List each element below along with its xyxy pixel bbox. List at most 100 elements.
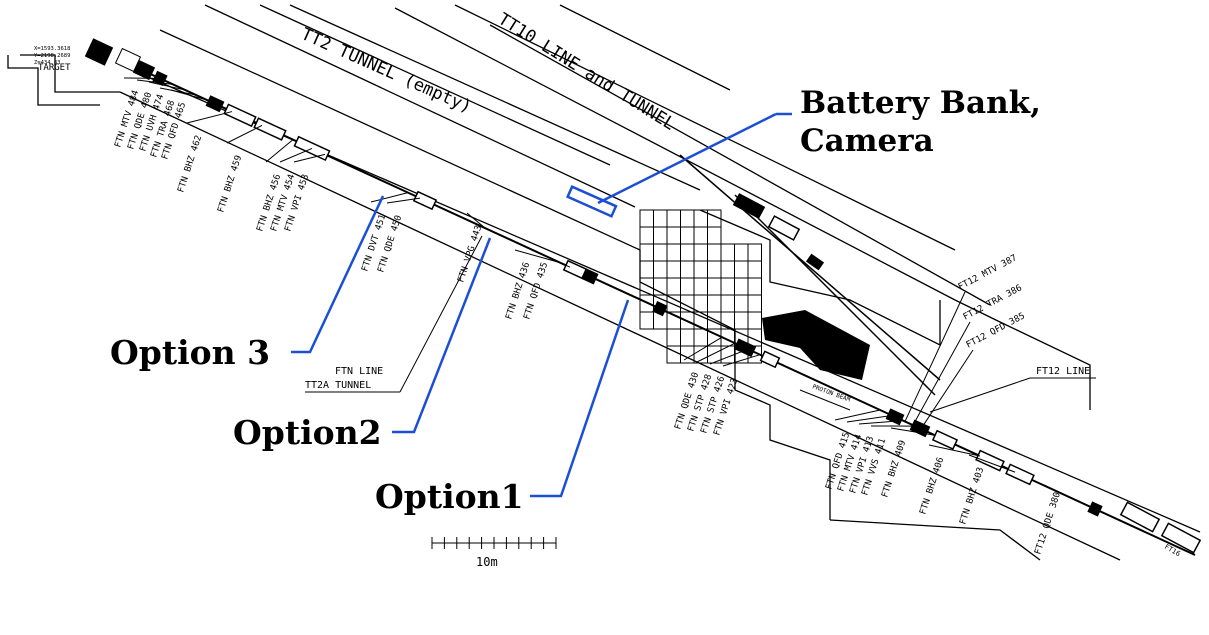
ft12-leader: [920, 349, 974, 430]
magnet: [253, 117, 287, 141]
grid-cell: [666, 328, 681, 347]
grid-cell: [707, 260, 722, 279]
ft12-line-pointer: [929, 377, 1031, 413]
grid-cell: [680, 243, 695, 262]
grid-cell: [639, 260, 654, 279]
element-leader: [846, 414, 893, 423]
grid-cell: [666, 294, 681, 313]
battery-bank-label: Battery Bank,: [800, 85, 1041, 121]
ft12-line-label: FT12 LINE: [1036, 366, 1090, 377]
grid-cell: [747, 277, 762, 296]
element-leader: [696, 342, 736, 363]
grid-cell: [693, 294, 708, 313]
element-leader: [722, 354, 761, 367]
target-block: [84, 38, 156, 81]
element-leader: [890, 427, 936, 436]
magnet: [223, 103, 257, 128]
magnet: [1005, 463, 1035, 486]
coord-z: Z=434.83: [34, 60, 61, 66]
grid-cell: [653, 260, 668, 279]
element-leader: [1043, 484, 1101, 512]
grid-cell: [693, 277, 708, 296]
magnet: [581, 268, 599, 285]
grid-cell: [693, 260, 708, 279]
grid-cell: [747, 311, 762, 330]
grid-cell: [707, 294, 722, 313]
battery-bank-marker: [565, 185, 618, 218]
element-leader: [968, 454, 1016, 473]
element-leader: [293, 153, 326, 163]
grid-cell: [693, 328, 708, 347]
magnet: [562, 259, 588, 280]
ft12-leader: [912, 321, 971, 426]
magnet: [412, 190, 438, 211]
coord-y: Y=2198.2689: [34, 53, 70, 59]
option3-label: Option 3: [110, 333, 270, 372]
element-leader: [170, 89, 208, 101]
element-leader: [532, 249, 571, 268]
element-leader: [186, 111, 233, 124]
element-leader: [148, 81, 186, 91]
grid-area: [639, 209, 762, 364]
grid-cell: [680, 277, 695, 296]
grid-cell: [734, 243, 749, 262]
magnet: [931, 429, 959, 451]
grid-cell: [720, 243, 735, 262]
grid-cell: [666, 243, 681, 262]
magnet: [205, 95, 225, 113]
grid-cell: [720, 260, 735, 279]
element-leader: [370, 192, 409, 203]
proton-beam-arrow: [799, 389, 851, 411]
element-leader: [514, 249, 561, 264]
grid-cell: [734, 311, 749, 330]
element-leader: [136, 79, 174, 85]
element-label: FTN BHZ 406: [918, 456, 946, 516]
grid-cell: [734, 294, 749, 313]
option2-label: Option2: [233, 413, 382, 452]
target-label: TARGET: [38, 63, 71, 73]
camera-label: Camera: [800, 123, 934, 159]
grid-cell: [747, 260, 762, 279]
grid-cell: [666, 277, 681, 296]
grid-cell: [707, 277, 722, 296]
element-leader: [265, 139, 294, 163]
grid-cell: [747, 243, 762, 262]
element-leader: [386, 197, 421, 204]
grid-cell: [720, 345, 735, 364]
magnet: [652, 301, 668, 317]
grid-cell: [639, 209, 654, 228]
tt2-tunnel-label: TT2 TUNNEL (empty): [298, 24, 474, 117]
grid-cell: [666, 260, 681, 279]
grid-cell: [653, 209, 668, 228]
element-leader: [928, 444, 981, 457]
magnet: [759, 350, 781, 369]
ft12-magnets: [732, 193, 825, 271]
tt2a-tunnel-label: TT2A TUNNEL: [305, 380, 371, 391]
coord-x: X=1593.3618: [34, 46, 70, 52]
ft12-line: [679, 154, 941, 396]
coord-block: X=1593.3618 Y=2198.2689 Z=434.83: [34, 46, 70, 66]
grid-cell: [680, 226, 695, 245]
element-leader: [683, 336, 723, 361]
ftn-line-pointer: [399, 235, 483, 393]
element-leader: [226, 124, 263, 144]
element-leader: [709, 348, 749, 365]
scale-bar: [431, 537, 557, 549]
scale-label: 10m: [476, 555, 498, 569]
grid-cell: [639, 311, 654, 330]
grid-cell: [653, 226, 668, 245]
grid-cell: [666, 209, 681, 228]
ft12-leader: [904, 291, 966, 422]
grid-cell: [720, 277, 735, 296]
option1-label: Option1: [375, 477, 524, 516]
ft16-magnets: [1119, 501, 1202, 554]
grid-cell: [680, 345, 695, 364]
grid-cell: [707, 243, 722, 262]
grid-cell: [639, 226, 654, 245]
grid-cell: [639, 243, 654, 262]
solid-building: [762, 310, 870, 380]
ftn-line-label: FTN LINE: [335, 366, 383, 377]
grid-cell: [720, 294, 735, 313]
